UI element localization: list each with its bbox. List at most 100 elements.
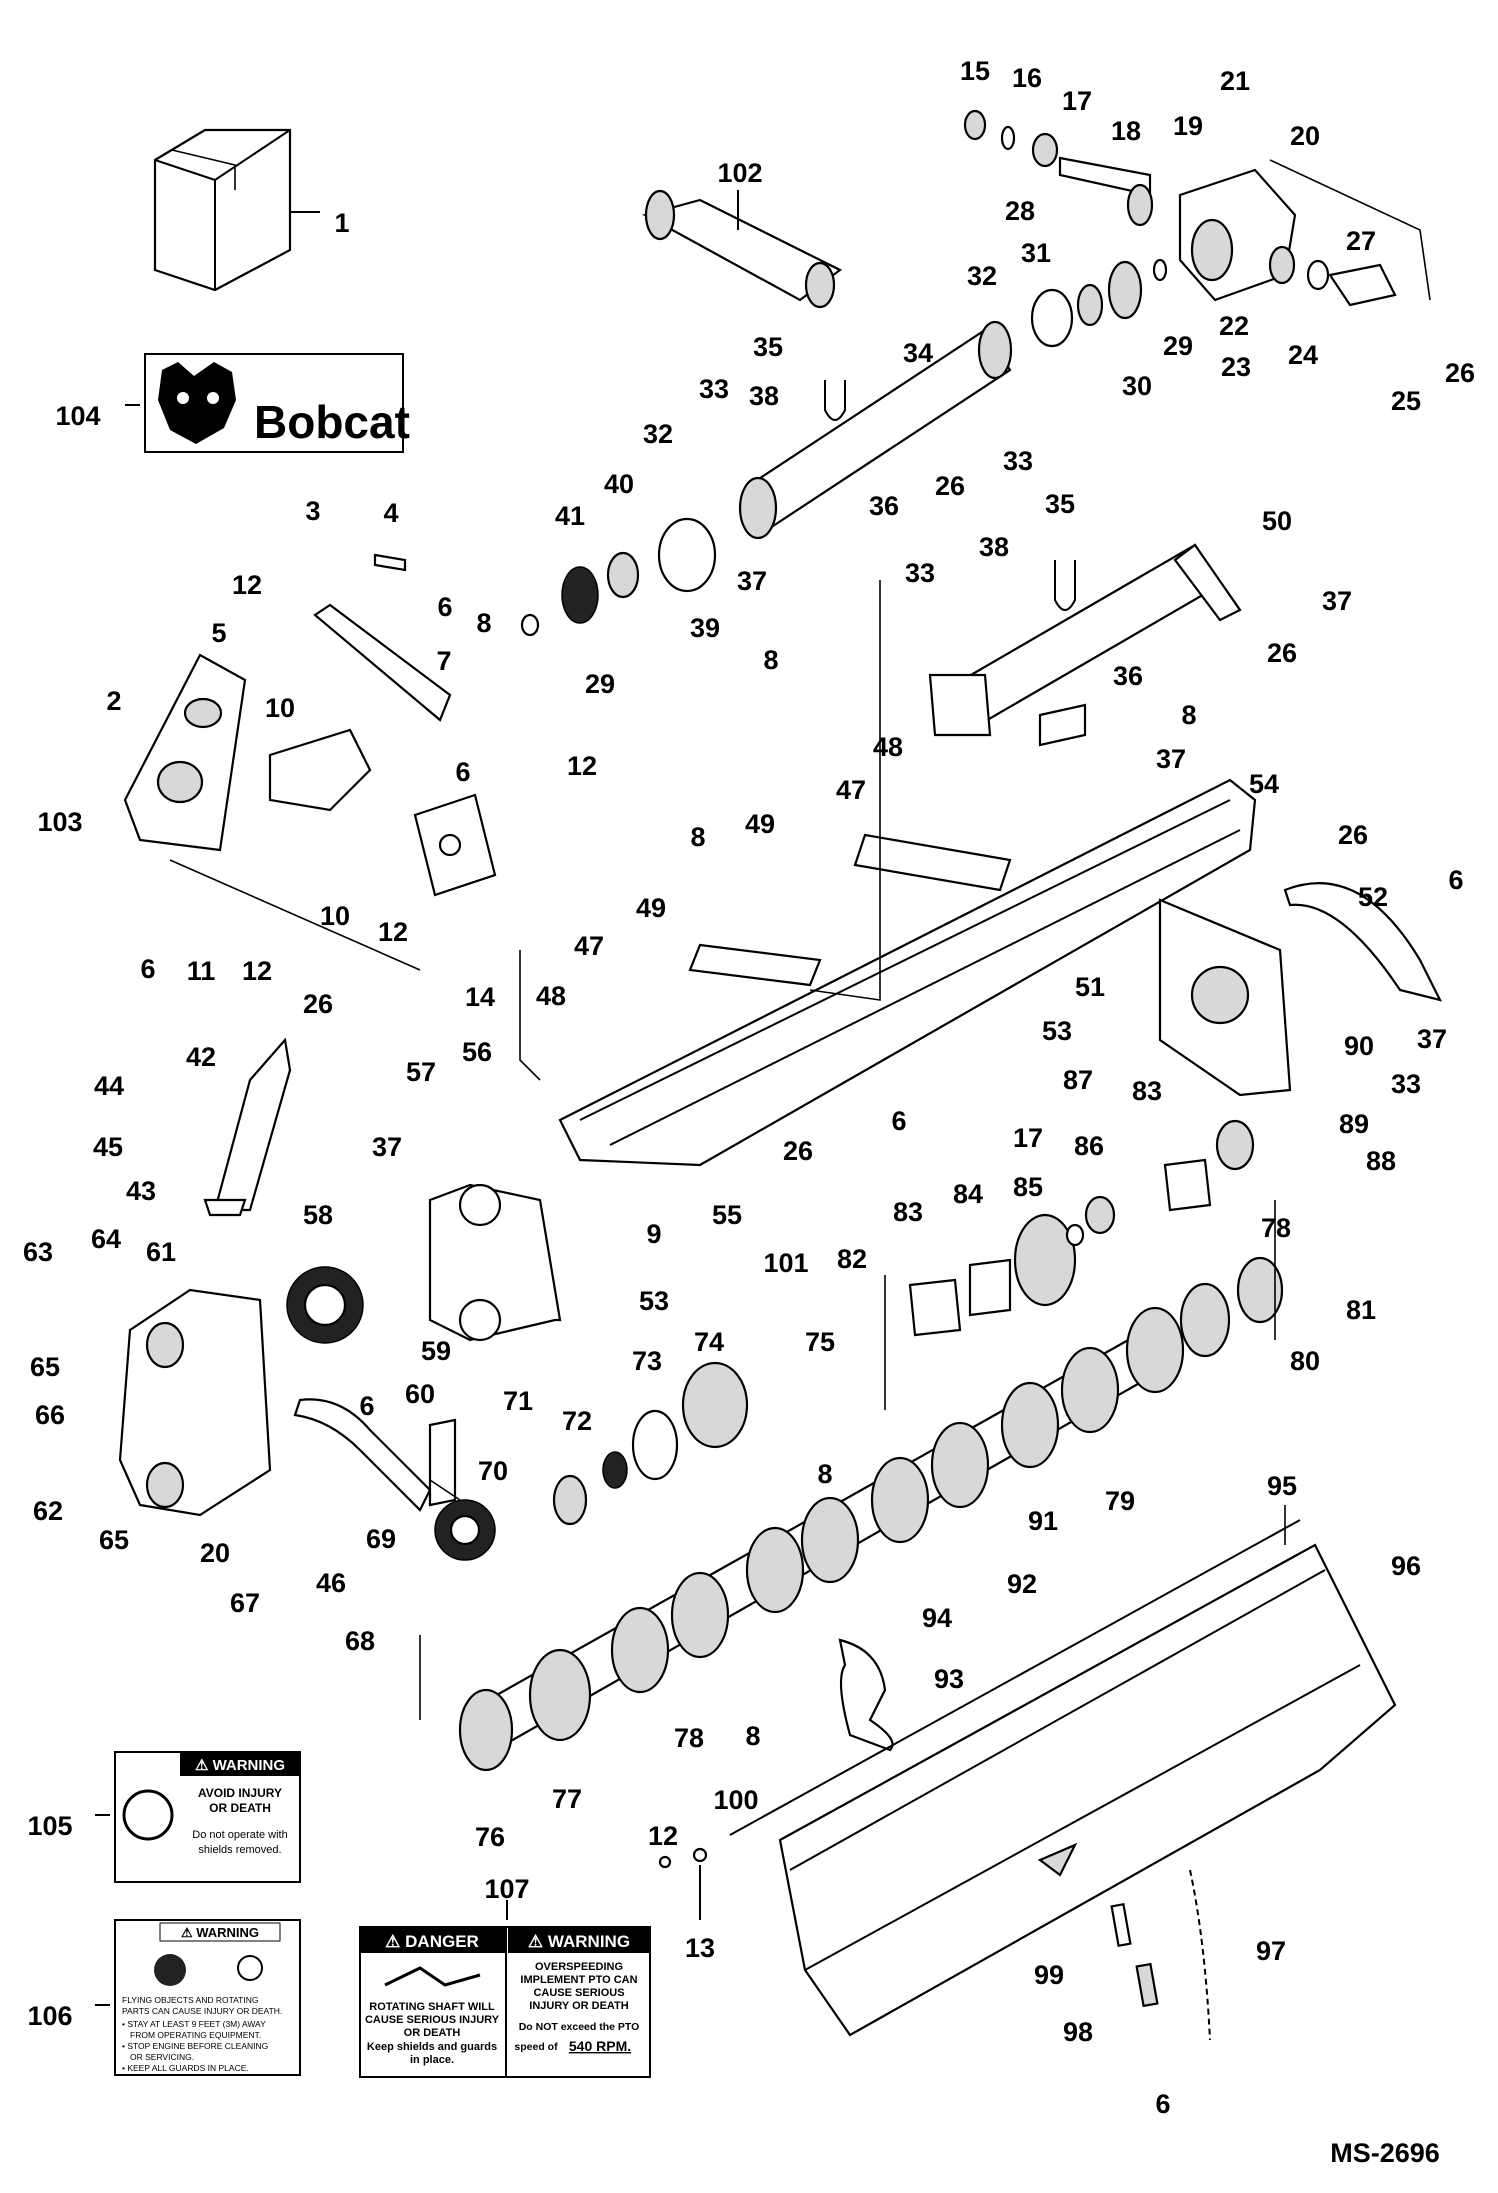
callout-label: 13 [685, 1933, 715, 1963]
callout-label: 99 [1034, 1960, 1064, 1990]
callout-label: 38 [979, 532, 1009, 562]
callout-label: 12 [378, 917, 408, 947]
callout-label: 48 [873, 732, 903, 762]
callout-label: 77 [552, 1784, 582, 1814]
callout-label: 16 [1012, 63, 1042, 93]
decal-107-danger-l2: CAUSE SERIOUS INJURY [365, 2014, 500, 2026]
callout-label: 58 [303, 1200, 333, 1230]
part-34-tube [520, 320, 1013, 637]
callout-label: 39 [690, 613, 720, 643]
callout-label: 62 [33, 1496, 63, 1526]
decal-107-warn-l4: INJURY OR DEATH [529, 2000, 628, 2012]
callout-label: 10 [265, 693, 295, 723]
callout-label: 6 [140, 954, 155, 984]
callout-label: 69 [366, 1524, 396, 1554]
callout-label: 51 [1075, 972, 1105, 1002]
callout-label: 76 [475, 1822, 505, 1852]
callout-label: 78 [1261, 1213, 1291, 1243]
callout-label: 95 [1267, 1471, 1297, 1501]
callout-label: 83 [1132, 1076, 1162, 1106]
decal-105-line2: OR DEATH [209, 1801, 271, 1815]
callout-label: 26 [1267, 638, 1297, 668]
callout-label: 42 [186, 1042, 216, 1072]
svg-text:⚠ WARNING: ⚠ WARNING [528, 1932, 630, 1951]
callout-label: 66 [35, 1400, 65, 1430]
part-50-tube [928, 543, 1242, 747]
callout-label: 36 [869, 491, 899, 521]
callout-label: 8 [763, 645, 778, 675]
callout-label: 41 [555, 501, 585, 531]
callout-label: 87 [1063, 1065, 1093, 1095]
callout-label: 52 [1358, 882, 1388, 912]
callout-label: 97 [1256, 1936, 1286, 1966]
callout-label: 104 [55, 401, 100, 431]
decal-106-l4: FROM OPERATING EQUIPMENT. [130, 2030, 261, 2040]
callout-label: 93 [934, 1664, 964, 1694]
callout-label: 70 [478, 1456, 508, 1486]
callout-label: 33 [699, 374, 729, 404]
callout-label: 37 [1156, 744, 1186, 774]
callout-label: 6 [359, 1391, 374, 1421]
decal-107-danger-l5: in place. [410, 2054, 454, 2066]
callout-label: 63 [23, 1237, 53, 1267]
callout-label: 44 [94, 1071, 124, 1101]
callout-label: 50 [1262, 506, 1292, 536]
callout-label: 57 [406, 1057, 436, 1087]
callout-label: 73 [632, 1346, 662, 1376]
callout-label: 32 [643, 419, 673, 449]
callout-label: 27 [1346, 226, 1376, 256]
decal-106-l7: • KEEP ALL GUARDS IN PLACE. [122, 2063, 249, 2073]
callout-label: 8 [476, 608, 491, 638]
decal-105-line1: AVOID INJURY [198, 1786, 282, 1800]
callout-label: 85 [1013, 1172, 1043, 1202]
callout-label: 64 [91, 1224, 121, 1254]
gearbox-assembly [963, 109, 1431, 348]
callout-label: 15 [960, 56, 990, 86]
bobcat-logo-text: Bobcat [254, 396, 410, 448]
callout-label: 56 [462, 1037, 492, 1067]
callout-label: 21 [1220, 66, 1250, 96]
callout-label: 12 [242, 956, 272, 986]
callout-label: 34 [903, 338, 933, 368]
callout-label: 89 [1339, 1109, 1369, 1139]
callout-label: 33 [1003, 446, 1033, 476]
callout-label: 107 [484, 1874, 529, 1904]
callout-label: 33 [905, 558, 935, 588]
svg-text:⚠ DANGER: ⚠ DANGER [385, 1932, 479, 1951]
callout-label: 49 [636, 893, 666, 923]
decal-106-l6: OR SERVICING. [130, 2052, 194, 2062]
decal-105-warning: ⚠ WARNING AVOID INJURY OR DEATH Do not o… [95, 1751, 301, 1883]
callout-label: 28 [1005, 196, 1035, 226]
decal-106-l1: FLYING OBJECTS AND ROTATING [122, 1995, 259, 2005]
part-1-box [153, 128, 320, 292]
callout-label: 53 [1042, 1016, 1072, 1046]
callout-label: 86 [1074, 1131, 1104, 1161]
decal-105-header: WARNING [213, 1757, 286, 1774]
callout-label: 59 [421, 1336, 451, 1366]
callout-label: 90 [1344, 1031, 1374, 1061]
callout-label: 37 [737, 566, 767, 596]
callout-label: 29 [585, 669, 615, 699]
pin-12-13 [658, 1847, 708, 1920]
callout-label: 11 [187, 956, 216, 986]
decal-106-l3: • STAY AT LEAST 9 FEET (3M) AWAY [122, 2019, 266, 2029]
part-42-stand [203, 1037, 292, 1217]
callout-label: 65 [30, 1352, 60, 1382]
callout-label: 12 [648, 1821, 678, 1851]
callout-label: 38 [749, 381, 779, 411]
callout-label: 96 [1391, 1551, 1421, 1581]
callout-label: 30 [1122, 371, 1152, 401]
callout-label: 79 [1105, 1486, 1135, 1516]
callout-label: 100 [713, 1785, 758, 1815]
callout-label: 4 [383, 498, 398, 528]
callout-label: 17 [1062, 86, 1092, 116]
decal-107-warn-l3: CAUSE SERIOUS [533, 1987, 624, 1999]
callout-label: 72 [562, 1406, 592, 1436]
decal-107-warn-l5: Do NOT exceed the PTO [519, 2021, 640, 2033]
callout-label: 2 [106, 686, 121, 716]
callout-label: 29 [1163, 331, 1193, 361]
callout-label: 48 [536, 981, 566, 1011]
decal-107-warn-l2: IMPLEMENT PTO CAN [520, 1974, 637, 1986]
callout-label: 106 [27, 2001, 72, 2031]
